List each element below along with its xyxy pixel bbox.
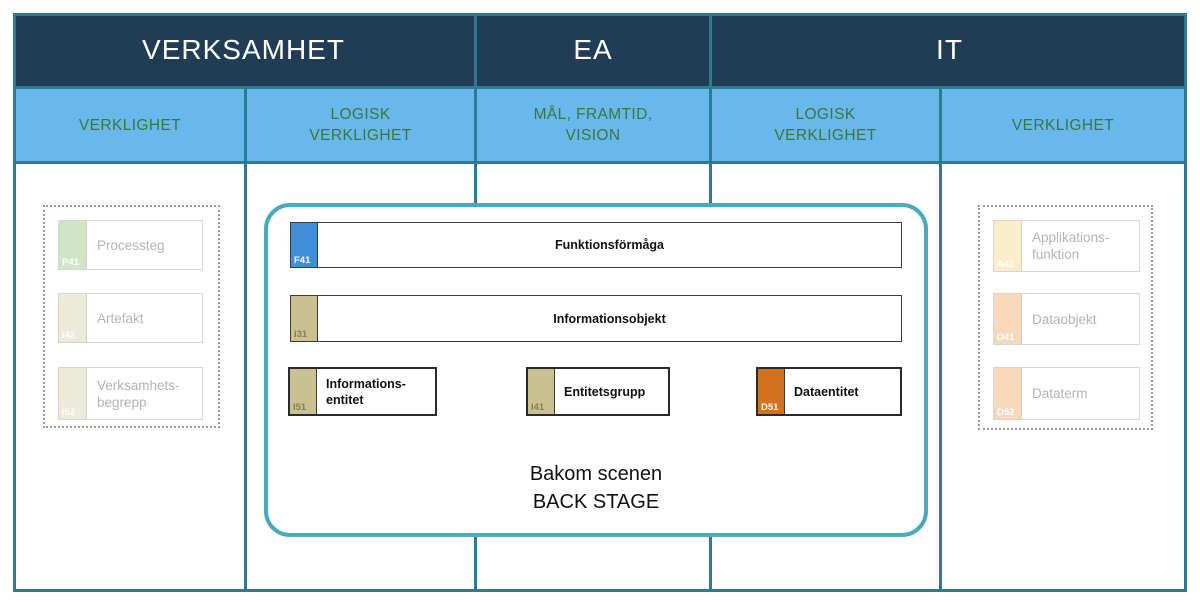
subheader-label: LOGISK	[330, 106, 391, 123]
header-ea: EA	[477, 13, 709, 86]
divider-sub-main	[13, 161, 1187, 164]
header-it-label: IT	[936, 33, 963, 65]
tag-p41: P41	[59, 221, 87, 269]
tag-code: I42	[62, 330, 76, 341]
item-applikationsfunktion: A41 Applikations- funktion	[993, 220, 1140, 272]
tag-f41: F41	[291, 223, 318, 267]
item-dataterm: D52 Dataterm	[993, 367, 1140, 420]
left-dotted-panel	[43, 205, 220, 428]
divider-header-sub	[13, 86, 1187, 89]
item-artefakt: I42 Artefakt	[58, 293, 203, 343]
subheader-label: VERKLIGHET	[1011, 116, 1115, 134]
subheader-label: VERKLIGHET	[309, 127, 412, 144]
box-label: Informations-	[326, 376, 406, 391]
header-ea-label: EA	[573, 33, 613, 65]
tag-i41: I41	[528, 369, 555, 414]
subheader-verklighet-right: VERKLIGHET	[942, 89, 1184, 161]
header-verksamhet-label: VERKSAMHET	[142, 33, 345, 65]
subheader-label: VISION	[565, 127, 621, 144]
tag-code: D52	[997, 407, 1015, 418]
tag-code: D41	[997, 332, 1015, 343]
tag-i52: I52	[59, 368, 87, 419]
item-label: Dataterm	[1032, 386, 1088, 401]
tag-i51: I51	[290, 369, 317, 414]
bar-label: Funktionsförmåga	[554, 238, 665, 252]
subheader-logisk-right: LOGISK VERKLIGHET	[712, 89, 939, 161]
tag-i42: I42	[59, 294, 87, 342]
tag-code: A41	[997, 259, 1015, 270]
tag-d52: D52	[994, 368, 1022, 419]
box-entitetsgrupp: I41 Entitetsgrupp	[526, 367, 670, 416]
backstage-caption: Bakom scenen BACK STAGE	[264, 460, 928, 516]
tag-i31: I31	[291, 296, 318, 341]
tag-code: I51	[293, 402, 307, 413]
header-band	[13, 13, 1187, 88]
box-label: Entitetsgrupp	[564, 384, 646, 399]
subheader-label: LOGISK	[795, 106, 856, 123]
tag-code: I52	[62, 407, 76, 418]
item-label: Applikations-	[1032, 230, 1110, 245]
item-label: begrepp	[97, 394, 147, 410]
subheader-band	[13, 88, 1187, 163]
box-dataentitet: D51 Dataentitet	[756, 367, 902, 416]
caption-back-stage: BACK STAGE	[532, 491, 660, 513]
tag-code: I41	[531, 402, 545, 413]
tag-a41: A41	[994, 221, 1022, 271]
box-label: Dataentitet	[794, 384, 859, 399]
item-label: Dataobjekt	[1032, 311, 1097, 327]
subheader-verklighet-left: VERKLIGHET	[16, 89, 244, 161]
box-label: entitet	[326, 392, 364, 407]
subheader-mal-framtid-vision: MÅL, FRAMTID, VISION	[477, 89, 709, 161]
item-label: Artefakt	[97, 310, 144, 326]
bar-informationsobjekt: I31 Informationsobjekt	[290, 295, 902, 342]
item-label: Verksamhets-	[97, 377, 180, 393]
subheader-label: VERKLIGHET	[774, 127, 877, 144]
column-divider-1	[244, 86, 247, 592]
tag-code: I31	[294, 329, 308, 340]
item-label: Processteg	[97, 237, 165, 253]
tag-code: F41	[294, 255, 311, 266]
bar-label: Informationsobjekt	[553, 311, 666, 326]
caption-bakom-scenen: Bakom scenen	[529, 463, 663, 485]
tag-code: P41	[62, 257, 79, 268]
right-dotted-panel	[978, 205, 1153, 430]
bar-funktionsformaga: F41 Funktionsförmåga	[290, 222, 902, 268]
header-it: IT	[712, 13, 1187, 86]
column-divider-4	[939, 86, 942, 592]
tag-code: D51	[761, 402, 779, 413]
subheader-label: VERKLIGHET	[78, 116, 182, 134]
item-verksamhetsbegrepp: I52 Verksamhets- begrepp	[58, 367, 203, 420]
subheader-label: MÅL, FRAMTID,	[533, 106, 653, 123]
header-verksamhet: VERKSAMHET	[13, 13, 474, 86]
subheader-logisk-left: LOGISK VERKLIGHET	[247, 89, 474, 161]
tag-d41: D41	[994, 294, 1022, 344]
item-label: funktion	[1032, 247, 1080, 262]
box-informationsentitet: I51 Informations- entitet	[288, 367, 437, 416]
item-processteg: P41 Processteg	[58, 220, 203, 270]
tag-d51: D51	[758, 369, 785, 414]
item-dataobjekt: D41 Dataobjekt	[993, 293, 1140, 345]
